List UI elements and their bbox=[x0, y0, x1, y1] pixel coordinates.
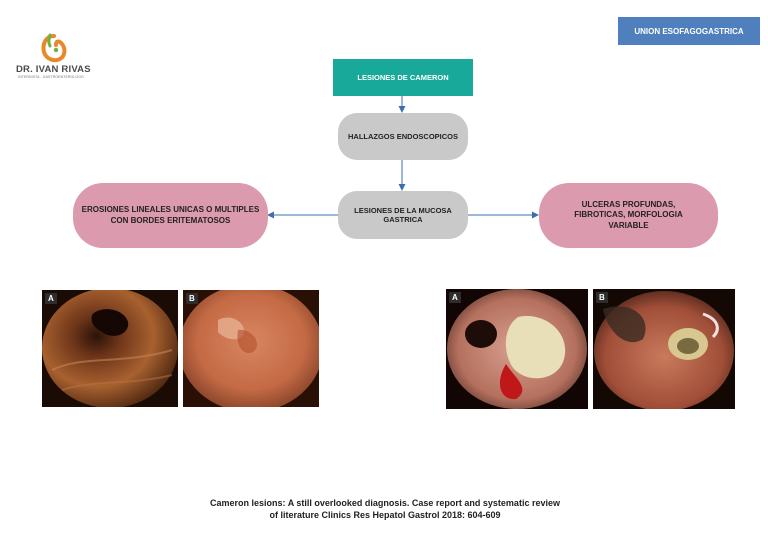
logo-subtitle: INTERNISTA - GASTROENTEROLOGO bbox=[18, 75, 84, 79]
logo-name: DR. IVAN RIVAS bbox=[16, 64, 91, 75]
stomach-logo-icon bbox=[41, 33, 67, 63]
endoscopy-image-right-a: A bbox=[446, 289, 588, 409]
photo-label: A bbox=[45, 293, 57, 304]
hallazgos-endoscopicos-node: HALLAZGOS ENDOSCOPICOS bbox=[338, 113, 468, 160]
lesiones-mucosa-gastrica-node: LESIONES DE LA MUCOSA GASTRICA bbox=[338, 191, 468, 239]
endoscopy-image-right-b: B bbox=[593, 289, 735, 409]
ulceras-profundas-node: ULCERAS PROFUNDAS, FIBROTICAS, MORFOLOGI… bbox=[539, 183, 718, 248]
endoscopy-image-left-b: B bbox=[183, 290, 319, 407]
endoscopy-image-left-a: A bbox=[42, 290, 178, 407]
union-esofagogastrica-button[interactable]: UNION ESOFAGOGASTRICA bbox=[618, 17, 760, 45]
photo-label: B bbox=[186, 293, 198, 304]
logo: DR. IVAN RIVAS INTERNISTA - GASTROENTERO… bbox=[14, 32, 96, 84]
erosiones-lineales-node: EROSIONES LINEALES UNICAS O MULTIPLES CO… bbox=[73, 183, 268, 248]
citation-text: Cameron lesions: A still overlooked diag… bbox=[210, 498, 560, 521]
photo-label: B bbox=[596, 292, 608, 303]
lesiones-de-cameron-node: LESIONES DE CAMERON bbox=[333, 59, 473, 96]
photo-label: A bbox=[449, 292, 461, 303]
